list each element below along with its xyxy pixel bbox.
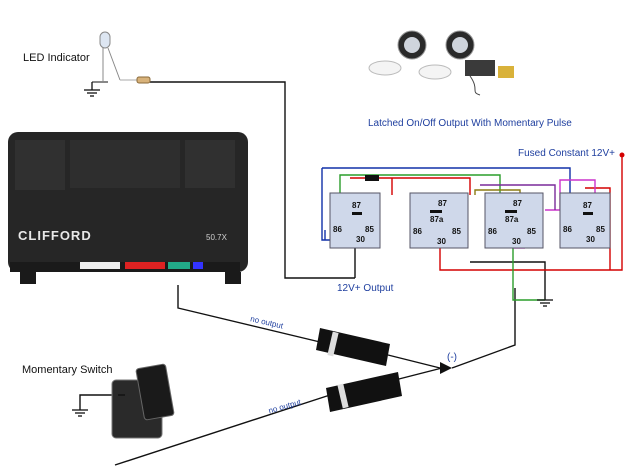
pin-30: 30: [512, 237, 521, 246]
momentary-switch-image: [111, 363, 175, 439]
relay-4-pins: 87 86 85 30: [563, 201, 605, 244]
ground-symbol-relay: [537, 299, 553, 307]
resistor-icon: [120, 76, 151, 84]
diode-1: [316, 328, 390, 366]
pin-87: 87: [352, 201, 361, 210]
pin-85: 85: [596, 225, 605, 234]
relay-2: [409, 192, 469, 249]
alarm-unit-image: [8, 132, 248, 284]
ground-wire-network: [79, 81, 546, 466]
pin-85: 85: [365, 225, 374, 234]
output-12v-label: 12V+ Output: [337, 283, 394, 294]
fog-light-kit-image: [368, 30, 514, 96]
pin-30: 30: [356, 235, 365, 244]
relay-4: [559, 192, 611, 249]
led-indicator-icon: [92, 31, 121, 83]
diode-2: [326, 372, 402, 412]
pin-30: 30: [586, 235, 595, 244]
pin-86: 86: [333, 225, 342, 234]
diode-polarity-label: (-): [447, 352, 457, 363]
momentary-switch-label: Momentary Switch: [22, 364, 113, 376]
latched-title: Latched On/Off Output With Momentary Pul…: [368, 118, 572, 129]
pin-87a: 87a: [505, 215, 519, 224]
fused-constant-label: Fused Constant 12V+: [518, 148, 616, 159]
pin-85: 85: [452, 227, 461, 236]
pin-87: 87: [438, 199, 447, 208]
led-indicator-label: LED Indicator: [23, 52, 90, 64]
pin-87: 87: [513, 199, 522, 208]
relay-1-pins: 87 86 85 30: [333, 201, 374, 244]
pin-85: 85: [527, 227, 536, 236]
pin-30: 30: [437, 237, 446, 246]
relay-3: [484, 192, 544, 249]
pin-87: 87: [583, 201, 592, 210]
pin-86: 86: [488, 227, 497, 236]
arrow-marker: [440, 362, 452, 374]
relay-1: [329, 192, 381, 249]
relay-3-pins: 87 87a 86 85 30: [488, 199, 536, 246]
alarm-model: 50.7X: [206, 233, 227, 242]
fuse-icon: [365, 152, 625, 181]
pin-86: 86: [413, 227, 422, 236]
ground-symbol-led: [84, 82, 100, 97]
alarm-brand: CLIFFORD: [18, 228, 92, 243]
pin-87a: 87a: [430, 215, 444, 224]
pin-86: 86: [563, 225, 572, 234]
ground-symbol-switch: [72, 409, 88, 417]
relay-2-pins: 87 87a 86 85 30: [413, 199, 461, 246]
